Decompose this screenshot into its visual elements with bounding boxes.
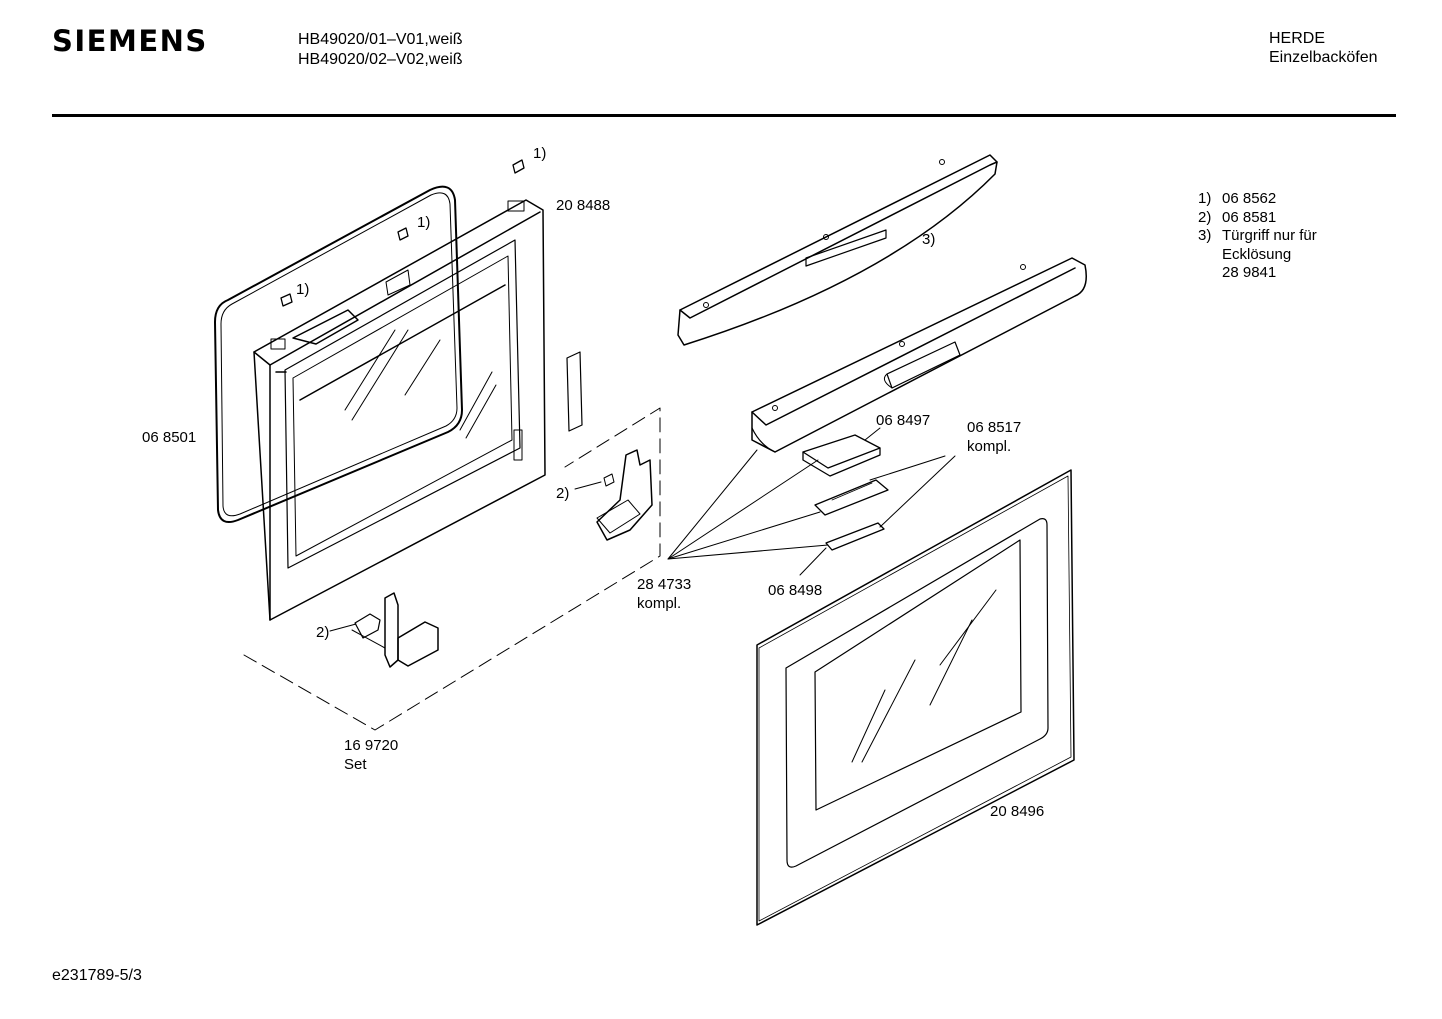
part-number-seal: 06 8501 (142, 429, 197, 446)
model-line-2: HB49020/02–V02,weiß (298, 51, 463, 68)
part-number-door-frame: 20 8488 (556, 197, 611, 214)
part-number-handle-strip: 06 8497 (876, 412, 931, 429)
legend-item-number: 3) (1198, 227, 1212, 244)
legend-item-text: 06 8581 (1222, 208, 1277, 226)
part-number-hinge-assembly: 06 8517 (967, 419, 1022, 436)
part-number-cover-set-suffix: kompl. (637, 595, 682, 612)
part-number-hinge-set-suffix: Set (344, 756, 367, 773)
door-seal (214, 185, 463, 523)
header-divider (52, 114, 1396, 117)
ref-label-1-top: 1) (533, 145, 547, 162)
outer-glass-panel (756, 469, 1075, 926)
model-line-1: HB49020/01–V01,weiß (298, 31, 463, 48)
part-number-cover-set: 28 4733 (637, 576, 692, 593)
legend-item-number: 1) (1198, 190, 1212, 207)
legend-continuation: 28 9841 (1222, 264, 1277, 281)
brand-logo: SIEMENS (52, 24, 208, 58)
door-handle-bar (677, 154, 998, 346)
document-code: e231789-5/3 (52, 967, 142, 984)
legend-item: 2) 06 8581 (1198, 209, 1317, 228)
parts-legend: 1) 06 8562 2) 06 8581 3) Türgriff nur für E… (1198, 190, 1317, 283)
legend-continuation: Ecklösung (1222, 245, 1292, 263)
legend-item: 1) 06 8562 (1198, 190, 1317, 209)
clip-parts (280, 159, 525, 307)
hinge-set-outline (243, 407, 661, 731)
category-title: HERDE (1269, 30, 1326, 47)
hinge-right (574, 449, 653, 541)
ref-label-1-left: 1) (296, 281, 310, 298)
legend-item-text: Türgriff nur für (1222, 227, 1317, 244)
ref-label-2-left: 2) (316, 624, 330, 641)
part-number-hinge-assembly-suffix: kompl. (967, 438, 1012, 455)
ref-label-3: 3) (922, 231, 936, 248)
leader-lines (667, 427, 956, 576)
part-number-outer-glass: 20 8496 (990, 803, 1045, 820)
ref-label-1-mid: 1) (417, 214, 431, 231)
handle-rail (751, 257, 1087, 453)
handle-cover-parts (802, 434, 889, 551)
legend-item-text: 06 8562 (1222, 190, 1277, 207)
category-subtitle: Einzelbacköfen (1269, 49, 1378, 66)
legend-item-number: 2) (1198, 208, 1212, 226)
part-number-hinge-set: 16 9720 (344, 737, 399, 754)
part-number-cover-small: 06 8498 (768, 582, 823, 599)
inner-door-frame (253, 199, 546, 621)
hinge-left (329, 592, 439, 668)
legend-item: 3) Türgriff nur für (1198, 227, 1317, 246)
spacer-strip (566, 351, 583, 432)
ref-label-2-right: 2) (556, 485, 570, 502)
